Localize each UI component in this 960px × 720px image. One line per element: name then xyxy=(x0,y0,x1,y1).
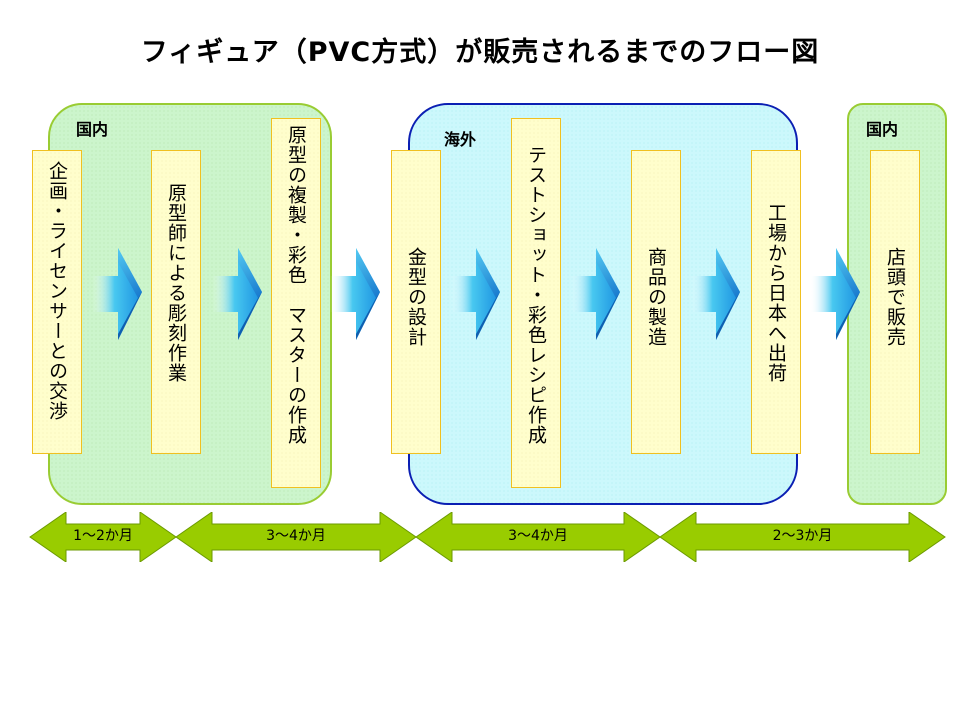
step-retail: 店頭で販売 xyxy=(870,150,920,454)
step-label: 企画・ライセンサーとの交渉 xyxy=(46,161,68,421)
step-manufacture: 商品の製造 xyxy=(631,150,681,454)
step-label: 工場から日本へ出荷 xyxy=(765,203,787,383)
duration-label: 1～2か月 xyxy=(73,528,133,544)
step-label: 原型師による彫刻作業 xyxy=(165,183,187,383)
flow-arrow-icon xyxy=(212,248,262,340)
duration-label: 3～4か月 xyxy=(508,528,568,544)
step-mold-design: 金型の設計 xyxy=(391,150,441,454)
duration-label: 2～3か月 xyxy=(772,528,833,544)
step-test-shot: テストショット・彩色レシピ作成 xyxy=(511,118,561,488)
step-shipping: 工場から日本へ出荷 xyxy=(751,150,801,454)
flow-arrow-icon xyxy=(330,248,380,340)
region-label-overseas: 海外 xyxy=(444,130,477,149)
step-label: テストショット・彩色レシピ作成 xyxy=(525,145,547,445)
region-label-domestic-2: 国内 xyxy=(866,120,899,139)
duration-arrow xyxy=(659,512,946,562)
flow-arrow-icon xyxy=(92,248,142,340)
duration-arrows xyxy=(29,512,946,562)
region-label-domestic-1: 国内 xyxy=(76,120,109,139)
step-master: 原型の複製・彩色 マスターの作成 xyxy=(271,118,321,488)
step-label: 金型の設計 xyxy=(405,247,427,347)
step-planning: 企画・ライセンサーとの交渉 xyxy=(32,150,82,454)
flow-arrow-icon xyxy=(570,248,620,340)
step-label: 商品の製造 xyxy=(645,247,667,347)
flow-arrow-icon xyxy=(450,248,500,340)
step-label: 原型の複製・彩色 マスターの作成 xyxy=(285,125,307,445)
page-title: フィギュア（PVC方式）が販売されるまでのフロー図 xyxy=(140,37,820,68)
step-label: 店頭で販売 xyxy=(884,247,906,347)
flow-arrow-icon xyxy=(690,248,740,340)
duration-label: 3～4か月 xyxy=(266,528,326,544)
step-sculpting: 原型師による彫刻作業 xyxy=(151,150,201,454)
flow-arrow-icon xyxy=(810,248,860,340)
